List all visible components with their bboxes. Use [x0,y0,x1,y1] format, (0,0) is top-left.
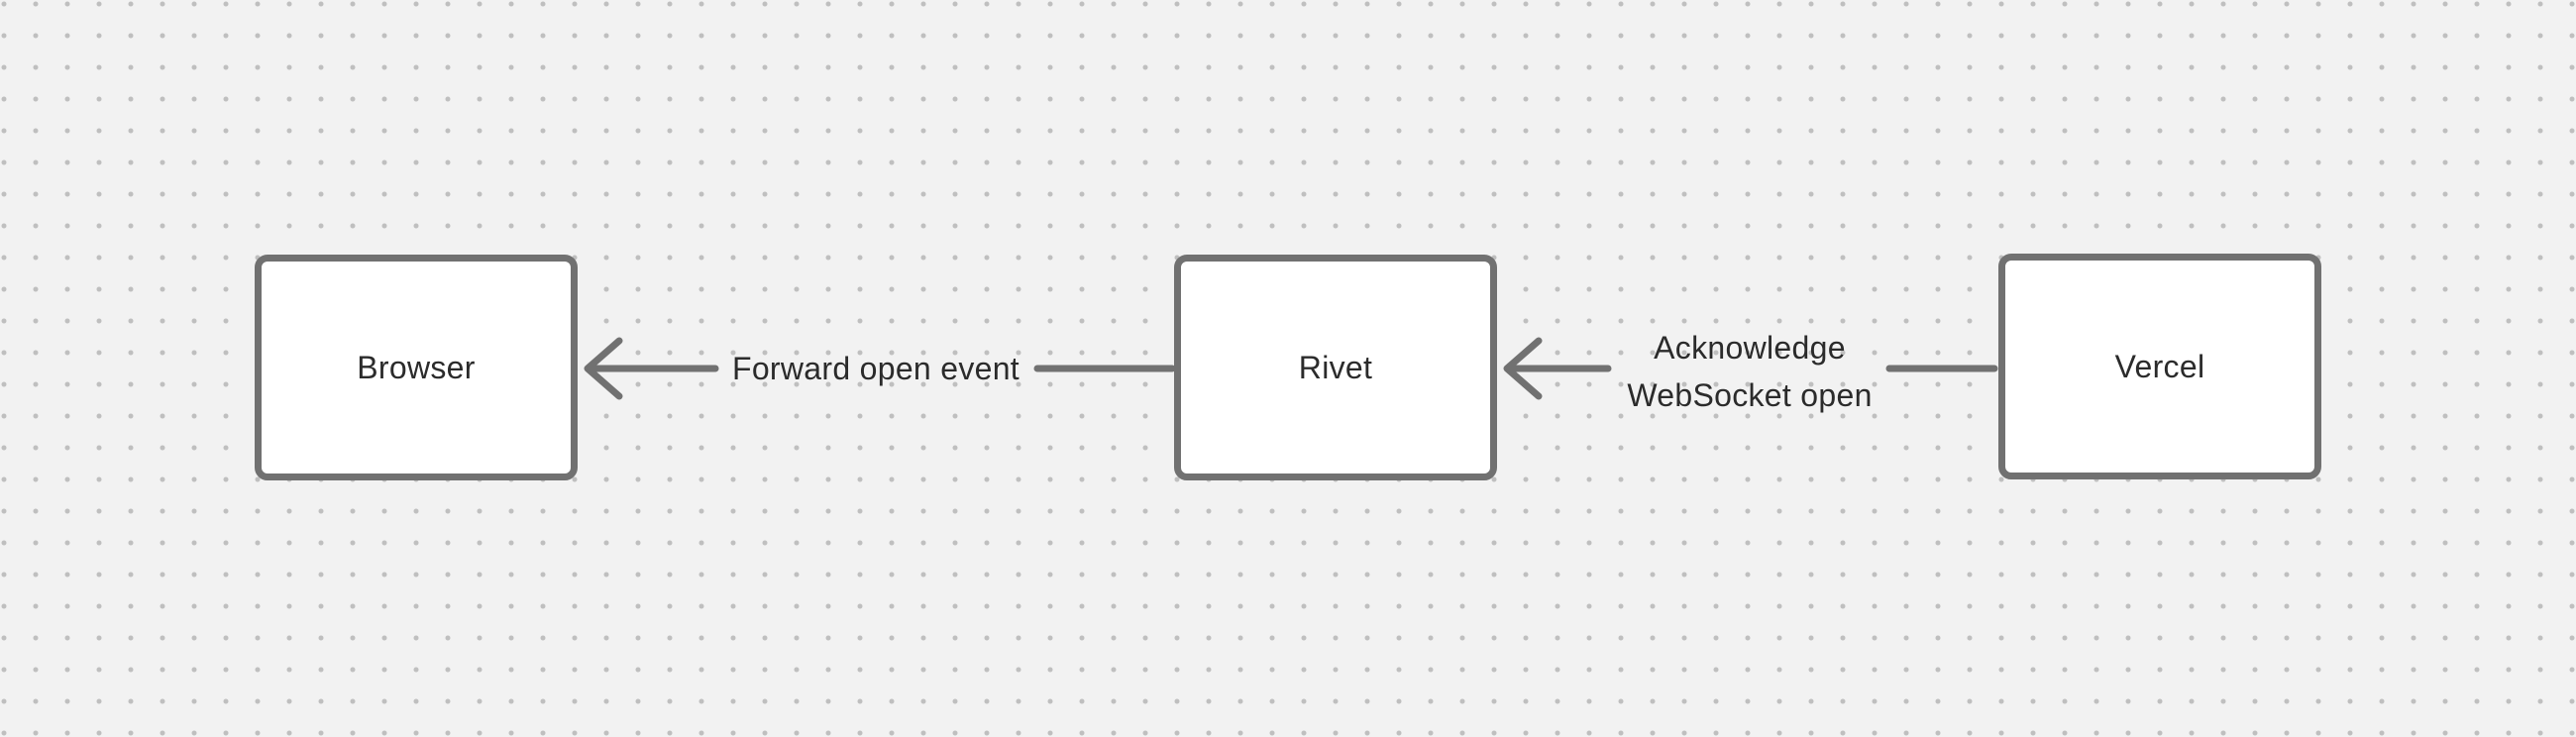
node-label: Vercel [2114,348,2205,384]
node-rivet: Rivet [1174,255,1497,480]
edge-label-line: Acknowledge [1654,330,1846,366]
edge-acknowledge-websocket-open [1503,337,1998,400]
node-label: Rivet [1298,349,1373,385]
edge-label-line: WebSocket open [1627,377,1873,413]
edge-label-forward-open-event: Forward open event [731,351,1020,386]
node-label: Browser [357,349,476,385]
edge-forward-open-event [584,337,1176,400]
node-vercel: Vercel [1998,254,2321,479]
edge-label-acknowledge-websocket-open: Acknowledge WebSocket open [1627,324,1872,419]
node-browser: Browser [255,255,578,480]
